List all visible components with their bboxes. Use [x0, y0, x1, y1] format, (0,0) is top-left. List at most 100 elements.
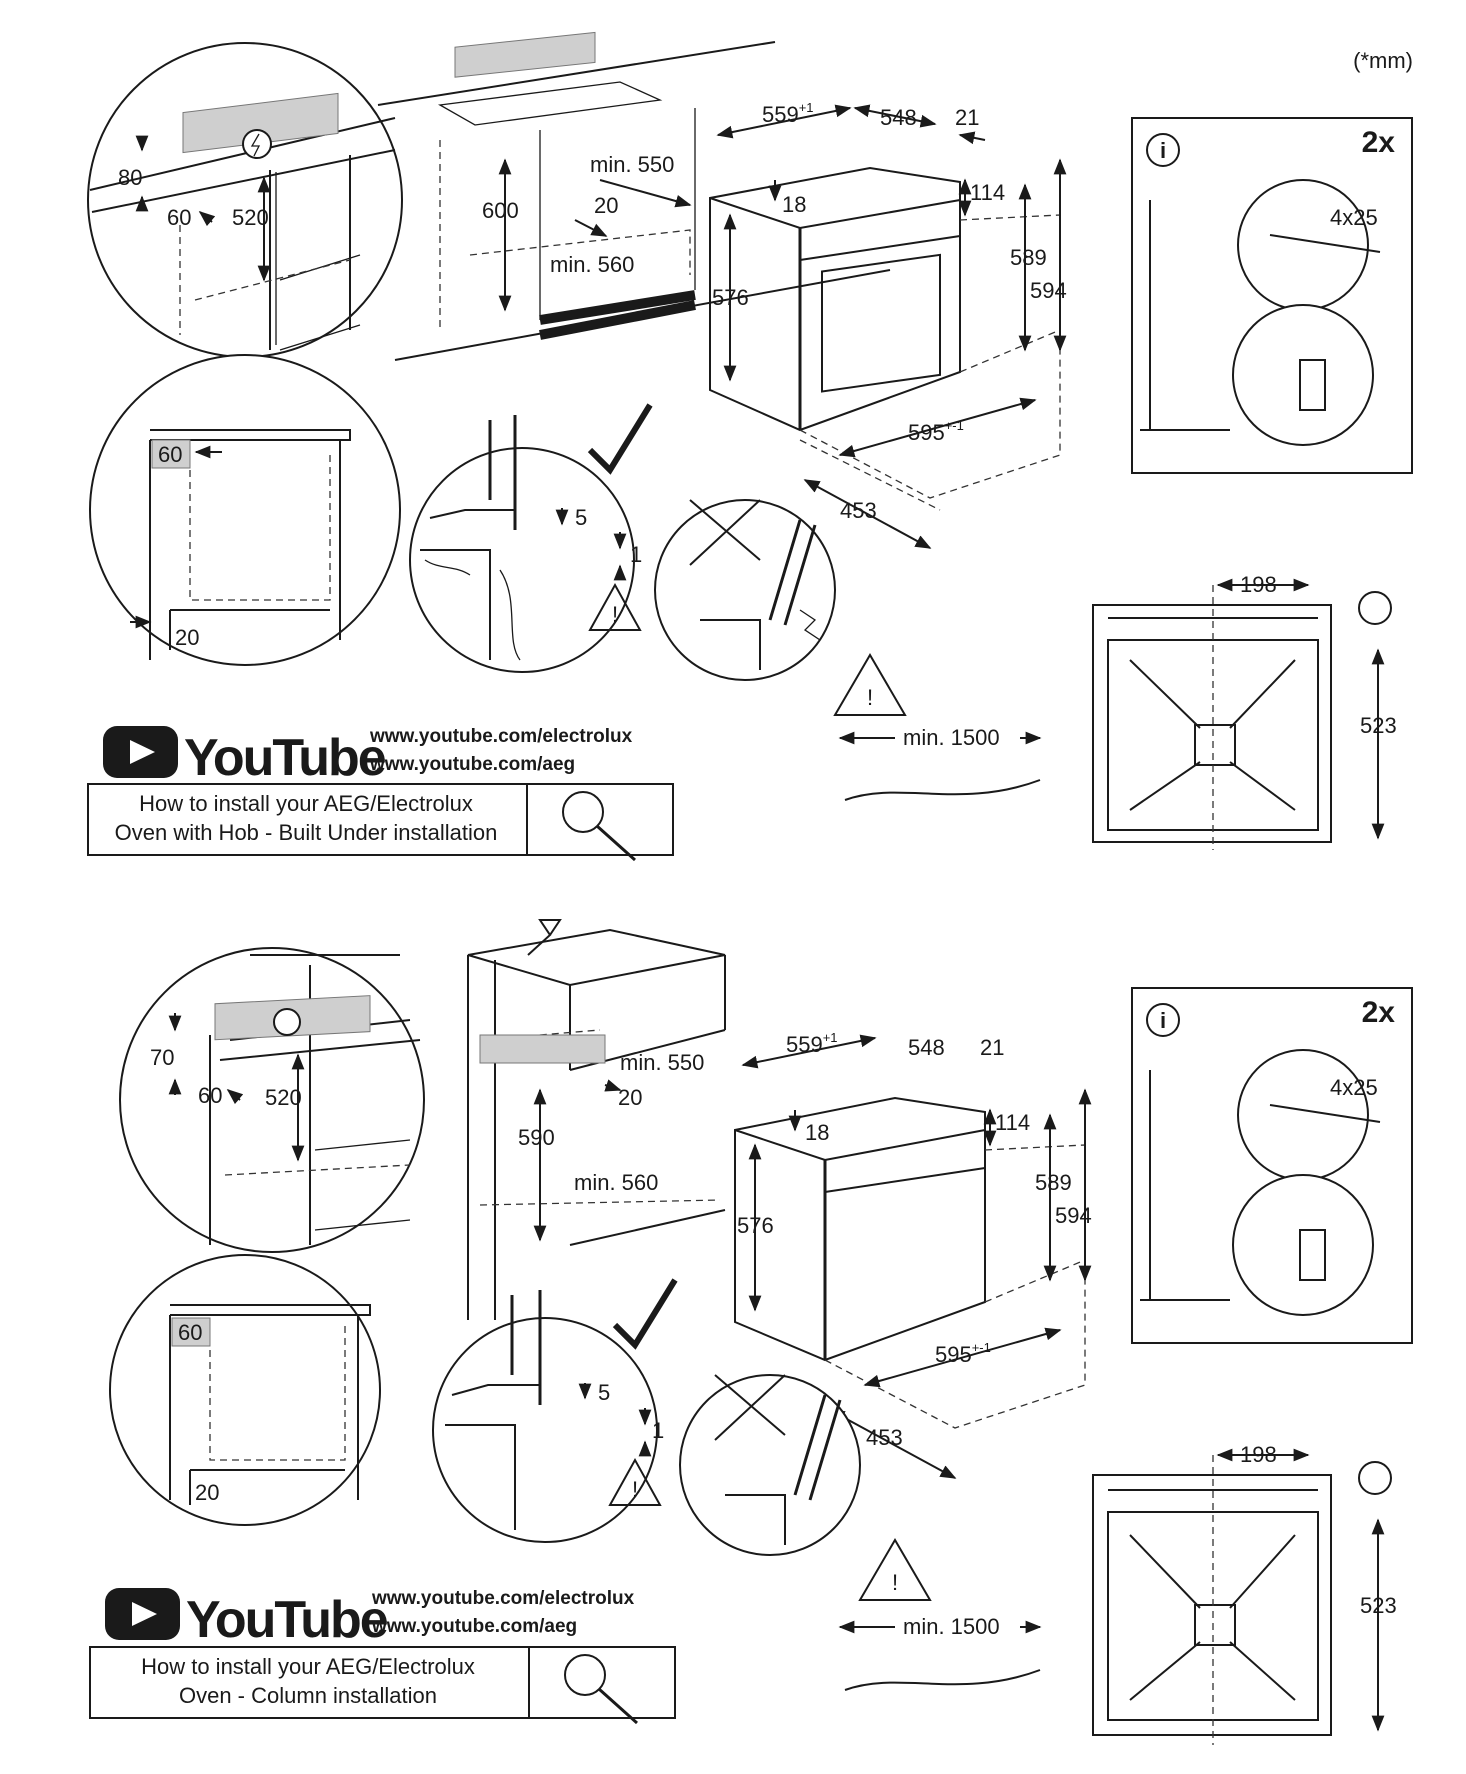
oven-dimension-drawing: 559+1 548 21 18 114 576 589 594 595+-1 4…	[709, 100, 1067, 549]
dim-door-gap: 5	[575, 505, 587, 530]
dim-body-depth: 548	[880, 105, 917, 130]
dim-door-gap: 5	[598, 1380, 610, 1405]
electric-hazard-icon	[273, 1008, 301, 1036]
dim-connection-offset: 198	[1240, 1442, 1277, 1467]
mounting-detail-circle-wrong	[679, 1374, 861, 1556]
dim-cutout-height: 520	[265, 1085, 302, 1110]
dim-body-height: 576	[737, 1213, 774, 1238]
electric-hazard-icon	[1358, 591, 1392, 625]
dim-top-gap: 18	[782, 192, 806, 217]
dim-niche-height: 590	[518, 1125, 555, 1150]
checkmark-icon	[587, 403, 653, 475]
dim-depth-total: 559+1	[762, 100, 814, 127]
search-phrase-line2: Oven - Column installation	[179, 1683, 437, 1708]
youtube-url-aeg: www.youtube.com/aeg	[371, 1616, 577, 1637]
dim-bottom-gap: 1	[630, 542, 642, 567]
dim-top-panel: 114	[970, 180, 1005, 205]
oven-dimension-drawing: 559+1 548 21 18 114 576 589 594 595+-1 4…	[734, 1030, 1092, 1479]
dim-niche-width: min. 550	[620, 1050, 704, 1075]
youtube-wordmark: YouTube	[184, 729, 386, 787]
base-detail-circle: 60 20	[109, 1254, 381, 1526]
dim-niche-gap: 20	[594, 193, 618, 218]
warning-icon	[833, 653, 907, 716]
worktop-niche-drawing: 600 min. 550 20 min. 560	[377, 31, 891, 361]
dim-niche-width: min. 550	[590, 152, 674, 177]
search-phrase-line1: How to install your AEG/Electrolux	[141, 1654, 475, 1679]
dim-base-gap: 20	[195, 1480, 219, 1505]
svg-text:!: !	[632, 1477, 638, 1502]
cross-icon	[689, 499, 761, 566]
cabinet-hob-detail-circle: 80 60 520	[87, 42, 403, 358]
mounting-detail-circle-ok: 5 1 !	[409, 403, 653, 673]
svg-text:!: !	[867, 685, 873, 710]
dim-front-thickness: 21	[980, 1035, 1004, 1060]
warning-icon	[588, 582, 642, 631]
fixing-count: 2x	[1362, 126, 1396, 159]
fixing-screws-box: i 2x 4x25	[1131, 117, 1413, 474]
cross-icon	[714, 1374, 786, 1441]
dim-cable-length: min. 1500	[903, 1614, 1000, 1639]
dim-cutout-depth: 60	[167, 205, 191, 230]
rear-view-drawing: 198 523 min. 1500	[838, 1442, 1397, 1745]
dim-connection-height: 523	[1360, 713, 1397, 738]
mounting-detail-circle-ok: 5 1 !	[432, 1278, 678, 1543]
screw-size: 4x25	[1330, 205, 1378, 230]
youtube-url-aeg: www.youtube.com/aeg	[369, 754, 575, 775]
youtube-block: YouTube www.youtube.com/electrolux www.y…	[89, 1588, 676, 1725]
electric-hazard-icon	[1358, 1461, 1392, 1495]
fixing-screws-box: i 2x 4x25	[1131, 987, 1413, 1344]
search-icon	[564, 1654, 606, 1696]
warning-icon	[608, 1457, 662, 1506]
checkmark-icon	[612, 1278, 678, 1350]
dim-connection-height: 523	[1360, 1593, 1397, 1618]
dim-front-thickness: 21	[955, 105, 979, 130]
dim-front-height: 589	[1010, 245, 1047, 270]
dim-front-height: 589	[1035, 1170, 1072, 1195]
info-icon	[1146, 1003, 1180, 1037]
dim-connection-offset: 198	[1240, 572, 1277, 597]
youtube-url-electrolux: www.youtube.com/electrolux	[371, 1588, 635, 1609]
column-niche-drawing: 590 min. 550 20 min. 560	[467, 919, 726, 1320]
mounting-detail-circle-wrong	[654, 499, 836, 681]
dim-width: 595+-1	[908, 418, 964, 445]
search-phrase-line1: How to install your AEG/Electrolux	[139, 791, 473, 816]
dim-base-offset: 60	[158, 442, 182, 467]
search-icon	[562, 791, 604, 833]
fixing-count: 2x	[1362, 996, 1396, 1029]
dim-width: 595+-1	[935, 1340, 991, 1367]
youtube-wordmark: YouTube	[186, 1591, 388, 1649]
dim-hob-clearance: 80	[118, 165, 142, 190]
dim-top-panel: 114	[995, 1110, 1030, 1135]
dim-cable-length: min. 1500	[903, 725, 1000, 750]
dim-top-gap: 18	[805, 1120, 829, 1145]
svg-text:i: i	[1160, 1008, 1166, 1033]
electric-hazard-icon	[242, 129, 272, 159]
dim-body-height: 576	[712, 285, 749, 310]
youtube-url-electrolux: www.youtube.com/electrolux	[369, 726, 633, 747]
cabinet-hob-detail-circle: 70 60 520	[119, 947, 425, 1253]
dim-total-height: 594	[1055, 1203, 1092, 1228]
dim-niche-gap: 20	[618, 1085, 642, 1110]
dim-niche-height: 600	[482, 198, 519, 223]
dim-body-width: 453	[840, 498, 877, 523]
info-icon	[1146, 133, 1180, 167]
svg-text:i: i	[1160, 138, 1166, 163]
section-column: 70 60 520 590 min. 550 20 min. 560	[89, 919, 1413, 1745]
warning-icon	[858, 1538, 932, 1601]
dim-niche-depth: min. 560	[574, 1170, 658, 1195]
rear-view-drawing: 198 523 min. 1500	[838, 572, 1397, 850]
youtube-block: YouTube www.youtube.com/electrolux www.y…	[87, 726, 674, 862]
svg-text:!: !	[612, 602, 618, 627]
dim-depth-total: 559+1	[786, 1030, 838, 1057]
base-detail-circle: 60 20	[89, 354, 401, 666]
search-phrase-line2: Oven with Hob - Built Under installation	[115, 820, 498, 845]
dim-bottom-gap: 1	[652, 1418, 664, 1443]
units-label: (*mm)	[1353, 48, 1413, 73]
dim-cutout-depth: 60	[198, 1083, 222, 1108]
svg-text:!: !	[892, 1570, 898, 1595]
dim-base-offset: 60	[178, 1320, 202, 1345]
dim-niche-depth: min. 560	[550, 252, 634, 277]
dim-cutout-height: 520	[232, 205, 269, 230]
dim-hob-clearance: 70	[150, 1045, 174, 1070]
